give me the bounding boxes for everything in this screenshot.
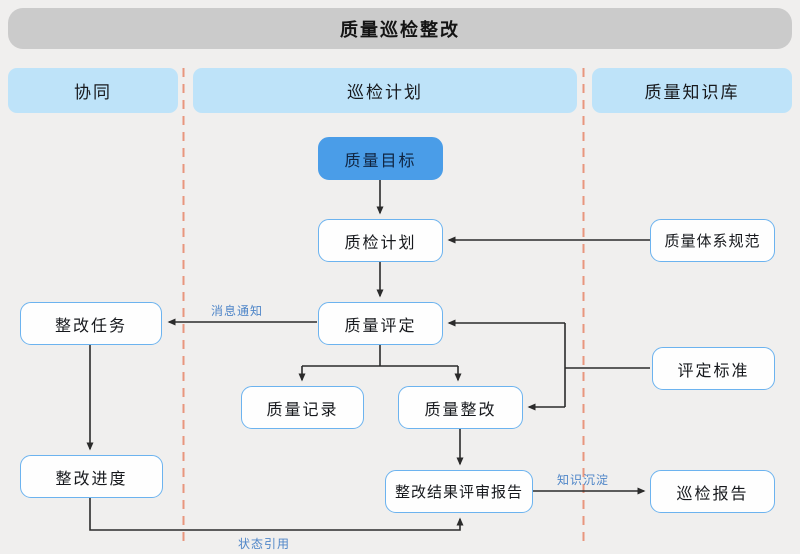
node-quality-record: 质量记录 xyxy=(241,386,364,429)
lane-header-inspection-plan: 巡检计划 xyxy=(193,68,577,113)
edge-assessment-split xyxy=(302,345,458,367)
node-quality-assessment: 质量评定 xyxy=(318,302,443,345)
node-quality-rectification: 质量整改 xyxy=(398,386,523,429)
node-inspection-plan: 质检计划 xyxy=(318,219,443,262)
lane-header-knowledge-base: 质量知识库 xyxy=(592,68,792,113)
edge-label-message-notification: 消息通知 xyxy=(211,304,264,318)
node-assessment-standard: 评定标准 xyxy=(652,347,775,390)
node-quality-goal: 质量目标 xyxy=(318,137,443,180)
edge-label-knowledge-deposition: 知识沉淀 xyxy=(557,473,610,487)
node-quality-system-spec: 质量体系规范 xyxy=(650,219,775,262)
diagram-title: 质量巡检整改 xyxy=(8,8,792,49)
node-rectification-task: 整改任务 xyxy=(20,302,162,345)
node-rectification-review-report: 整改结果评审报告 xyxy=(385,470,533,513)
node-rectification-progress: 整改进度 xyxy=(20,455,163,498)
edge-standard-trunk xyxy=(564,323,650,407)
lane-header-collaboration: 协同 xyxy=(8,68,178,113)
node-inspection-report: 巡检报告 xyxy=(650,470,775,513)
edge-label-status-reference: 状态引用 xyxy=(238,537,291,551)
